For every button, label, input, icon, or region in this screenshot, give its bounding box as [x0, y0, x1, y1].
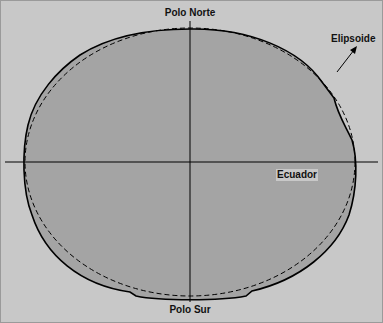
- equator-axis: [5, 162, 378, 163]
- leader-line: [337, 50, 354, 72]
- equator-label: Ecuador: [276, 169, 318, 181]
- ellipsoid-label: Elipsoide: [330, 33, 376, 45]
- leader-arrowhead: [350, 46, 357, 54]
- pole-label: Polo Sur: [168, 304, 211, 316]
- polar-axis: [190, 21, 191, 302]
- pole-label: Polo Norte: [164, 7, 217, 19]
